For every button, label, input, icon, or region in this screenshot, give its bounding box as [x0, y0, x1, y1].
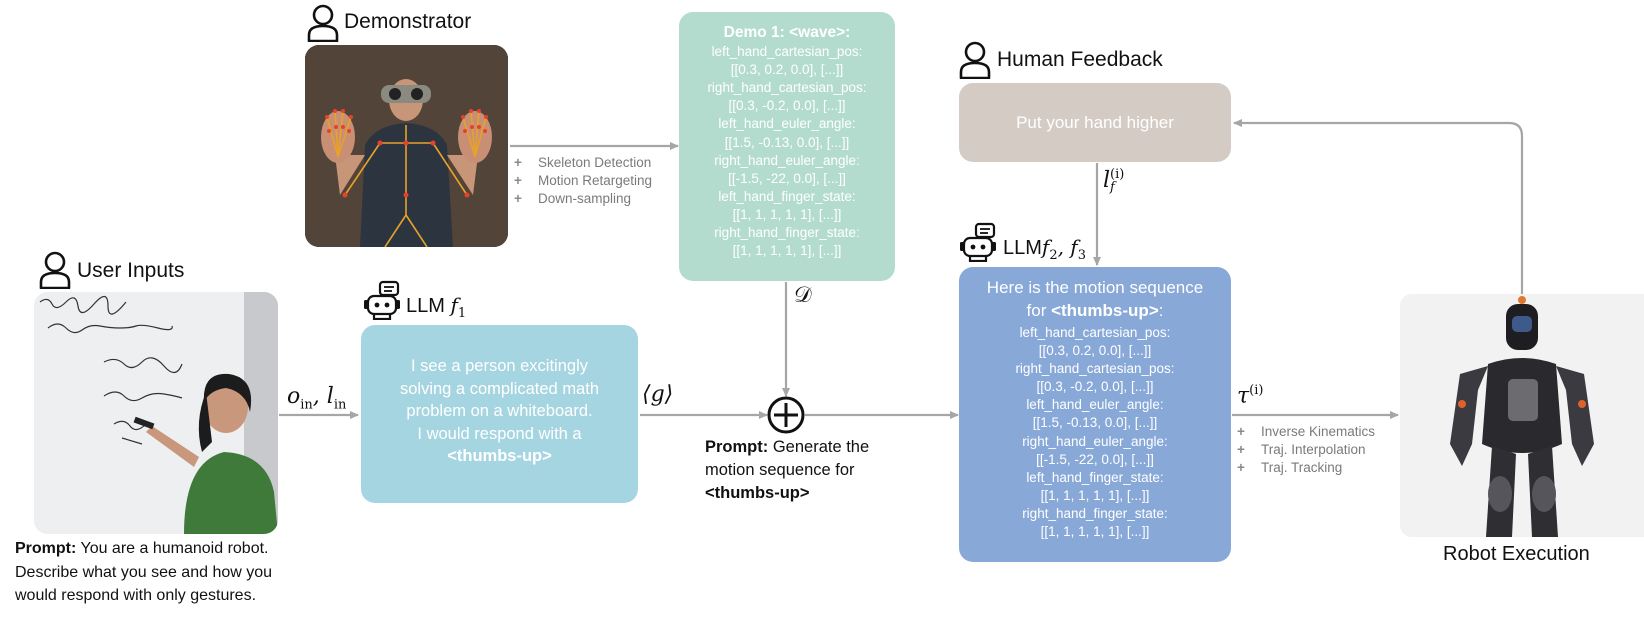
- user-input-symbol: oin, lin: [287, 384, 347, 413]
- llm2-line: right_hand_euler_angle:: [1022, 433, 1168, 449]
- llm2-line: [[0.3, 0.2, 0.0], [...]]: [1038, 343, 1152, 359]
- robot-processing-steps: +Inverse Kinematics +Traj. Interpolation…: [1237, 423, 1375, 478]
- feedback-box: Put your hand higher: [959, 83, 1231, 162]
- llm2-line: [[-1.5, -22, 0.0], [...]]: [1036, 451, 1154, 467]
- llm1-line: I see a person excitingly: [410, 357, 588, 375]
- processing-step: +Down-sampling: [514, 191, 632, 207]
- demo-symbol: 𝒟: [794, 283, 812, 308]
- llm2-line: [[0.3, -0.2, 0.0], [...]]: [1036, 379, 1154, 395]
- demo-line: [[0.3, 0.2, 0.0], [...]]: [730, 62, 844, 78]
- llm2-lead: for <thumbs-up>:: [1026, 300, 1164, 320]
- demo-line: [[1, 1, 1, 1, 1], [...]]: [732, 243, 842, 259]
- processing-step: +Skeleton Detection: [514, 155, 652, 170]
- llm2-lead: Here is the motion sequence: [986, 278, 1204, 297]
- llm1-tag: <thumbs-up>: [447, 447, 552, 465]
- person-icon: [39, 251, 71, 289]
- user-input-photo: [34, 292, 278, 534]
- demo-line: right_hand_euler_angle:: [714, 152, 860, 168]
- demo-line: left_hand_finger_state:: [718, 188, 856, 204]
- processing-step: +Traj. Interpolation: [1237, 442, 1366, 458]
- llm2-line: [[1.5, -0.13, 0.0], [...]]: [1032, 415, 1158, 431]
- robot-icon: [960, 222, 996, 262]
- llm1-box: I see a person excitingly solving a comp…: [361, 325, 638, 503]
- demonstrator-photo: [305, 45, 508, 247]
- user-inputs-heading: User Inputs: [77, 259, 185, 282]
- llm2-line: right_hand_finger_state:: [1022, 505, 1168, 521]
- demo-line: left_hand_euler_angle:: [718, 116, 856, 132]
- feedback-symbol: l (i) f: [1103, 167, 1125, 195]
- demo-line: [[1, 1, 1, 1, 1], [...]]: [732, 206, 842, 222]
- demo-line: [[-1.5, -22, 0.0], [...]]: [728, 170, 846, 186]
- demonstrator-heading: Demonstrator: [344, 10, 472, 33]
- llm1-label: LLM f1: [406, 293, 467, 321]
- llm2-line: left_hand_euler_angle:: [1026, 397, 1164, 413]
- arrow-robot-to-feedback: [1233, 119, 1524, 295]
- llm2-line: [[1, 1, 1, 1, 1], [...]]: [1040, 524, 1150, 540]
- demo-line: [[1.5, -0.13, 0.0], [...]]: [724, 134, 850, 150]
- combine-prompt: Prompt: Generate the motion sequence for…: [705, 438, 870, 502]
- llm2-output-symbol: τ(i): [1237, 383, 1264, 409]
- demo-line: right_hand_finger_state:: [714, 225, 860, 241]
- llm2-line: left_hand_finger_state:: [1026, 469, 1164, 485]
- llm1-line: I would respond with a: [417, 424, 582, 443]
- llm1-line: solving a complicated math: [399, 379, 599, 398]
- llm2-line: right_hand_cartesian_pos:: [1015, 361, 1175, 377]
- feedback-text: Put your hand higher: [1016, 113, 1174, 132]
- demo-line: left_hand_cartesian_pos:: [711, 44, 863, 60]
- processing-step: +Traj. Tracking: [1237, 460, 1343, 476]
- llm2-line: [[1, 1, 1, 1, 1], [...]]: [1040, 487, 1150, 503]
- robot-caption: Robot Execution: [1443, 543, 1590, 565]
- demo-title: Demo 1: <wave>:: [723, 24, 851, 41]
- person-icon: [307, 4, 339, 42]
- human-feedback-heading: Human Feedback: [997, 48, 1163, 71]
- demo-box: Demo 1: <wave>: left_hand_cartesian_pos:…: [679, 12, 895, 281]
- llm2-label: LLMf2, f3: [1003, 235, 1086, 263]
- demo-line: [[0.3, -0.2, 0.0], [...]]: [728, 98, 846, 114]
- llm1-output-symbol: ⟨g⟩: [642, 382, 674, 407]
- demonstrator-processing-steps: +Skeleton Detection +Motion Retargeting …: [514, 154, 652, 209]
- llm1-line: problem on a whiteboard.: [406, 402, 593, 420]
- demo-line: right_hand_cartesian_pos:: [707, 80, 867, 96]
- llm2-box: Here is the motion sequence for <thumbs-…: [959, 267, 1231, 562]
- user-prompt: Prompt: You are a humanoid robot. Descri…: [15, 540, 273, 604]
- llm2-line: left_hand_cartesian_pos:: [1019, 325, 1171, 340]
- processing-step: +Inverse Kinematics: [1237, 424, 1376, 439]
- robot-icon: [364, 280, 400, 320]
- person-icon: [959, 41, 991, 79]
- processing-step: +Motion Retargeting: [514, 173, 653, 189]
- combine-plus-icon: [767, 396, 805, 434]
- robot-photo: [1400, 294, 1644, 537]
